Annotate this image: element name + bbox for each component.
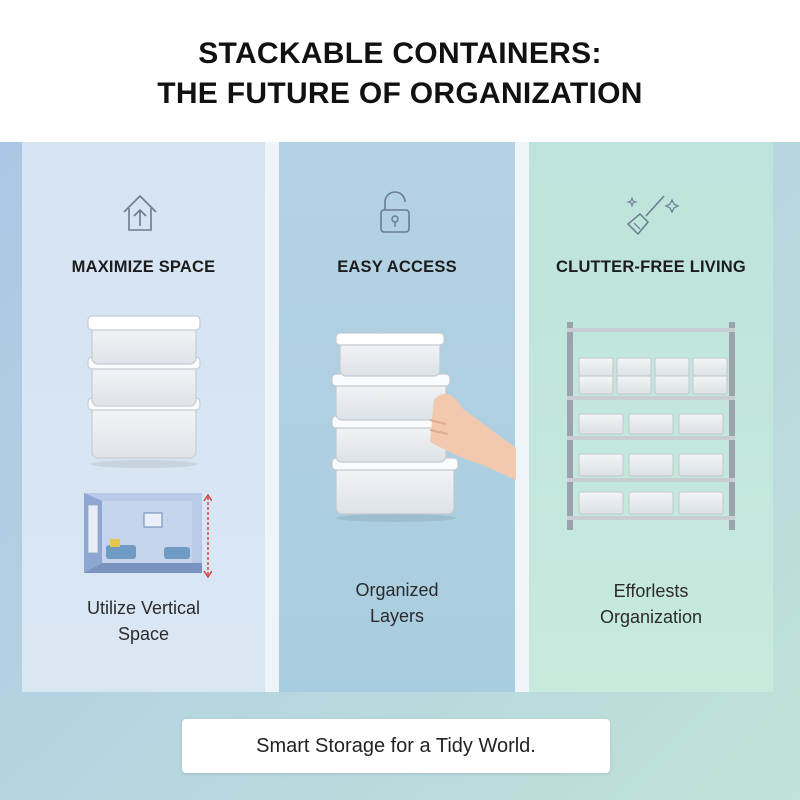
page-title-line-2: THE FUTURE OF ORGANIZATION [157, 77, 643, 110]
panel-divider [265, 142, 279, 692]
panel-caption-line-1: Efforlests [613, 581, 689, 601]
page-title-line-1: STACKABLE CONTAINERS: [198, 37, 602, 70]
tagline-text: Smart Storage for a Tidy World. [256, 735, 536, 757]
panel-caption-line-1: Utilize Vertical [86, 598, 201, 618]
panel-caption: Efforlests Organization [529, 578, 773, 630]
tagline-box: Smart Storage for a Tidy World. [182, 719, 610, 773]
panel-heading: EASY ACCESS [337, 258, 457, 276]
unlocked-padlock-icon [380, 191, 410, 233]
panel-caption-line-2: Organization [599, 607, 703, 627]
shelving-unit-image [567, 322, 735, 530]
panel-divider [515, 142, 529, 692]
home-arrow-up-icon [123, 194, 157, 231]
stacked-containers-with-hand-image [331, 332, 516, 522]
panel-heading: MAXIMIZE SPACE [71, 258, 216, 276]
stacked-containers-image [87, 315, 201, 468]
panel-caption: Organized Layers [279, 577, 515, 629]
header-band: STACKABLE CONTAINERS: THE FUTURE OF ORGA… [0, 0, 800, 142]
panel-caption-line-2: Space [117, 624, 170, 644]
page-title: STACKABLE CONTAINERS: THE FUTURE OF ORGA… [0, 34, 800, 114]
panel-heading: CLUTTER-FREE LIVING [556, 258, 746, 276]
panel-caption-line-1: Organized [355, 580, 439, 600]
panel-caption: Utilize Vertical Space [22, 595, 265, 647]
panel-caption-line-2: Layers [369, 606, 425, 626]
broom-sparkle-icon [626, 195, 680, 236]
living-room-illustration [84, 493, 212, 579]
